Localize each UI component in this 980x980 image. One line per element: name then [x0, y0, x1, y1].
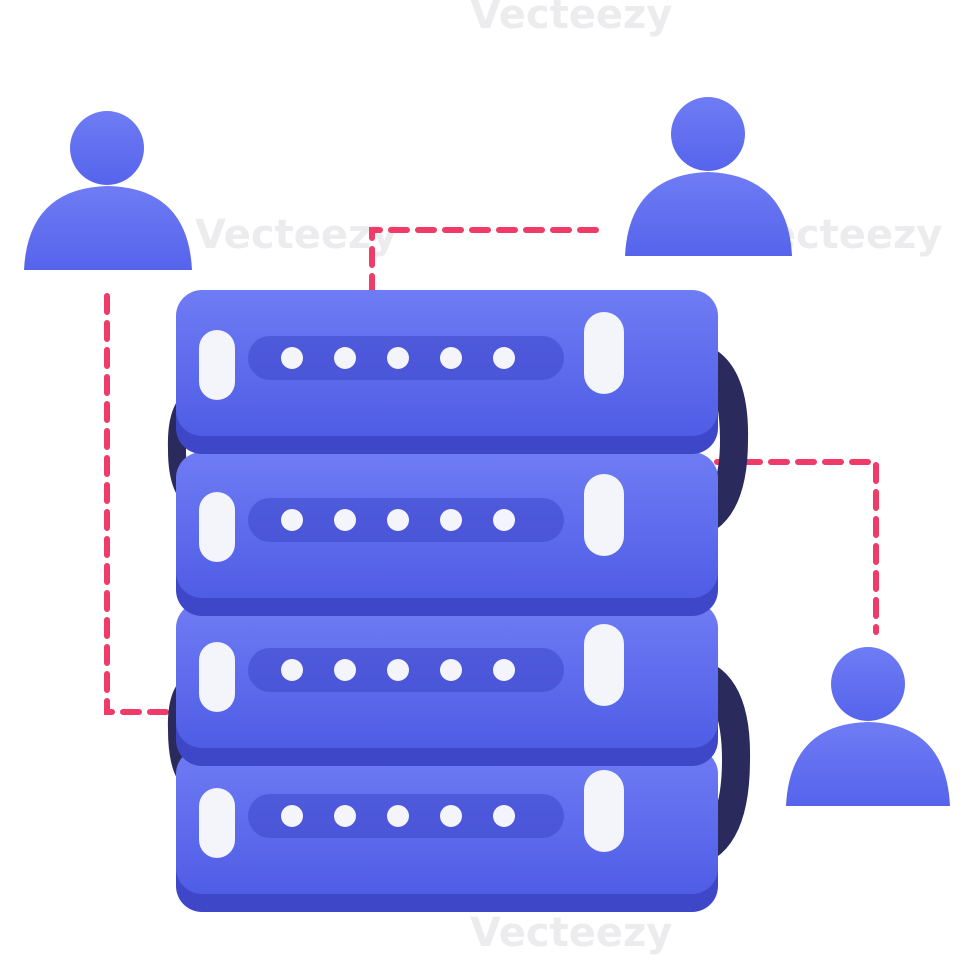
- indicator-dot: [440, 805, 462, 827]
- indicator-dot: [493, 347, 515, 369]
- connector-left-user: [104, 293, 173, 715]
- indicator-dot: [387, 509, 409, 531]
- server-unit-3: [176, 602, 718, 766]
- indicator-dot: [440, 509, 462, 531]
- user-left-icon: [24, 111, 192, 270]
- indicator-dot: [387, 347, 409, 369]
- indicator-dot: [281, 659, 303, 681]
- status-light-right: [584, 770, 624, 852]
- status-light-left: [199, 330, 235, 400]
- status-light-right: [584, 624, 624, 706]
- handle-left-top: [167, 386, 200, 512]
- indicator-dot: [493, 805, 515, 827]
- server-unit-4: [176, 748, 718, 912]
- network-connectors: [104, 227, 879, 715]
- users: [24, 97, 950, 806]
- indicator-dot: [440, 347, 462, 369]
- indicator-dot: [334, 805, 356, 827]
- indicator-dot: [281, 805, 303, 827]
- indicator-dot: [334, 659, 356, 681]
- indicator-dot: [493, 509, 515, 531]
- handle-right-top: [690, 340, 749, 540]
- indicator-dot: [281, 347, 303, 369]
- connector-right-user: [687, 459, 879, 635]
- indicator-dot: [334, 509, 356, 531]
- status-light-left: [199, 642, 235, 712]
- user-bottom-right-icon: [786, 647, 950, 806]
- server-unit-2: [176, 452, 718, 616]
- indicator-dot: [281, 509, 303, 531]
- server-rack: [176, 290, 718, 912]
- user-top-right-icon: [625, 97, 792, 256]
- status-light-right: [584, 474, 624, 556]
- indicator-dot: [440, 659, 462, 681]
- status-light-left: [199, 788, 235, 858]
- handle-right-bottom: [690, 656, 751, 868]
- indicator-dot: [387, 805, 409, 827]
- connector-top-user: [369, 227, 601, 295]
- indicator-dot: [493, 659, 515, 681]
- status-light-left: [199, 492, 235, 562]
- server-unit-1: [176, 290, 718, 454]
- indicator-dot: [334, 347, 356, 369]
- status-light-right: [584, 312, 624, 394]
- indicator-dot: [387, 659, 409, 681]
